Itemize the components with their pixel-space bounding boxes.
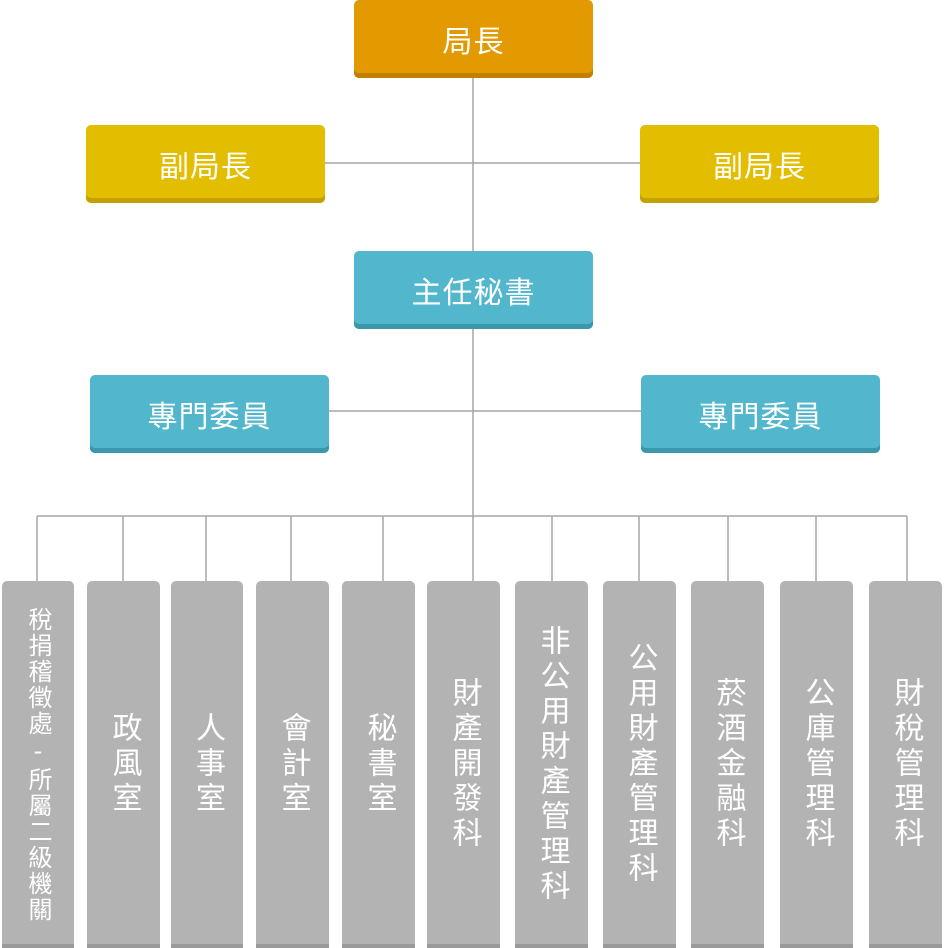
deputy-director-left-label: 副局長	[159, 150, 252, 185]
commissioner-left-label: 專門委員	[147, 400, 272, 435]
deputy-director-right-box: 副局長	[640, 125, 879, 203]
chief-secretary-label: 主任秘書	[411, 276, 536, 311]
department-label: 公庫管理科	[799, 677, 835, 852]
department-label: 秘書室	[361, 712, 397, 817]
chief-secretary-box: 主任秘書	[354, 251, 593, 329]
department-label: 非公用財產管理科	[534, 624, 570, 905]
department-label: 人事室	[190, 712, 225, 817]
department-box-tax-office: 稅捐稽徵處-所屬二級機關	[2, 581, 74, 948]
department-box-personnel: 人事室	[171, 581, 243, 948]
department-box-public-property: 公用財產管理科	[603, 581, 676, 948]
department-label: 公用財產管理科	[622, 642, 658, 887]
department-label: 菸酒金融科	[710, 677, 746, 852]
department-label: 財產開發科	[446, 677, 482, 852]
department-box-tax-management: 財稅管理科	[869, 581, 942, 948]
director-label: 局長	[442, 25, 505, 60]
department-box-treasury: 公庫管理科	[780, 581, 853, 948]
commissioner-right-label: 專門委員	[698, 400, 823, 435]
department-box-property-development: 財產開發科	[427, 581, 500, 948]
department-box-non-public-property: 非公用財產管理科	[515, 581, 588, 948]
department-box-ethics: 政風室	[87, 581, 160, 948]
department-box-tobacco-finance: 菸酒金融科	[691, 581, 764, 948]
commissioner-right-box: 專門委員	[641, 375, 880, 453]
department-label: 稅捐稽徵處-所屬二級機關	[24, 606, 52, 923]
deputy-director-left-box: 副局長	[86, 125, 325, 203]
director-box: 局長	[354, 0, 593, 78]
deputy-director-right-label: 副局長	[713, 150, 806, 185]
department-box-secretariat: 秘書室	[342, 581, 415, 948]
department-label: 財稅管理科	[888, 677, 924, 852]
commissioner-left-box: 專門委員	[90, 375, 329, 453]
department-label: 會計室	[275, 712, 311, 817]
department-label: 政風室	[106, 712, 142, 817]
department-box-accounting: 會計室	[256, 581, 329, 948]
